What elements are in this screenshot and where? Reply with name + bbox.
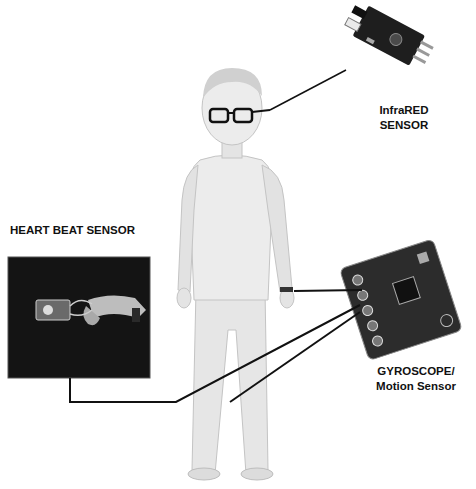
heart-beat-photo [8, 257, 150, 378]
gyroscope-board [340, 239, 463, 361]
sensor-label: GYROSCOPE/ Motion Sensor [362, 364, 470, 394]
sensor-label: InfraRED SENSOR [364, 103, 444, 133]
sensor-label: HEART BEAT SENSOR [10, 223, 160, 238]
leader-lines [70, 290, 362, 402]
infrared-sensor-module [342, 0, 437, 72]
leader-line [270, 70, 346, 110]
person-figure [177, 68, 294, 480]
